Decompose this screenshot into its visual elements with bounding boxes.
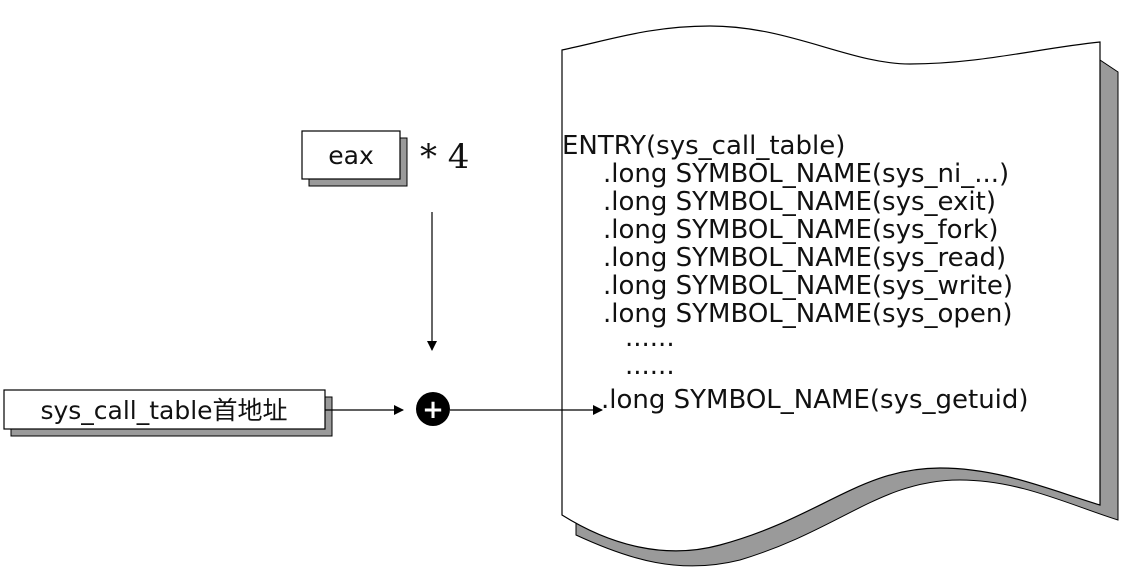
table-ellipsis: ...... (625, 323, 675, 353)
table-entry: .long SYMBOL_NAME(sys_exit) (603, 187, 996, 217)
table-entry: .long SYMBOL_NAME(sys_open) (603, 299, 1013, 329)
table-ellipsis: ...... (625, 351, 675, 381)
table-entry: .long SYMBOL_NAME(sys_write) (603, 271, 1013, 301)
table-header: ENTRY(sys_call_table) (562, 131, 845, 161)
base-label: sys_call_table首地址 (40, 396, 287, 425)
eax-box (301, 130, 401, 180)
adder-icon (416, 392, 450, 426)
table-entry: .long SYMBOL_NAME(sys_ni_...) (603, 159, 1009, 189)
adder-symbol: + (422, 395, 444, 425)
table-entry: .long SYMBOL_NAME(sys_read) (603, 243, 1006, 273)
multiplier-label: * 4 (420, 137, 469, 177)
eax-label: eax (328, 141, 374, 170)
table-target-entry: .long SYMBOL_NAME(sys_getuid) (601, 385, 1029, 415)
table-scroll (561, 25, 1101, 552)
table-entry: .long SYMBOL_NAME(sys_fork) (603, 215, 998, 245)
